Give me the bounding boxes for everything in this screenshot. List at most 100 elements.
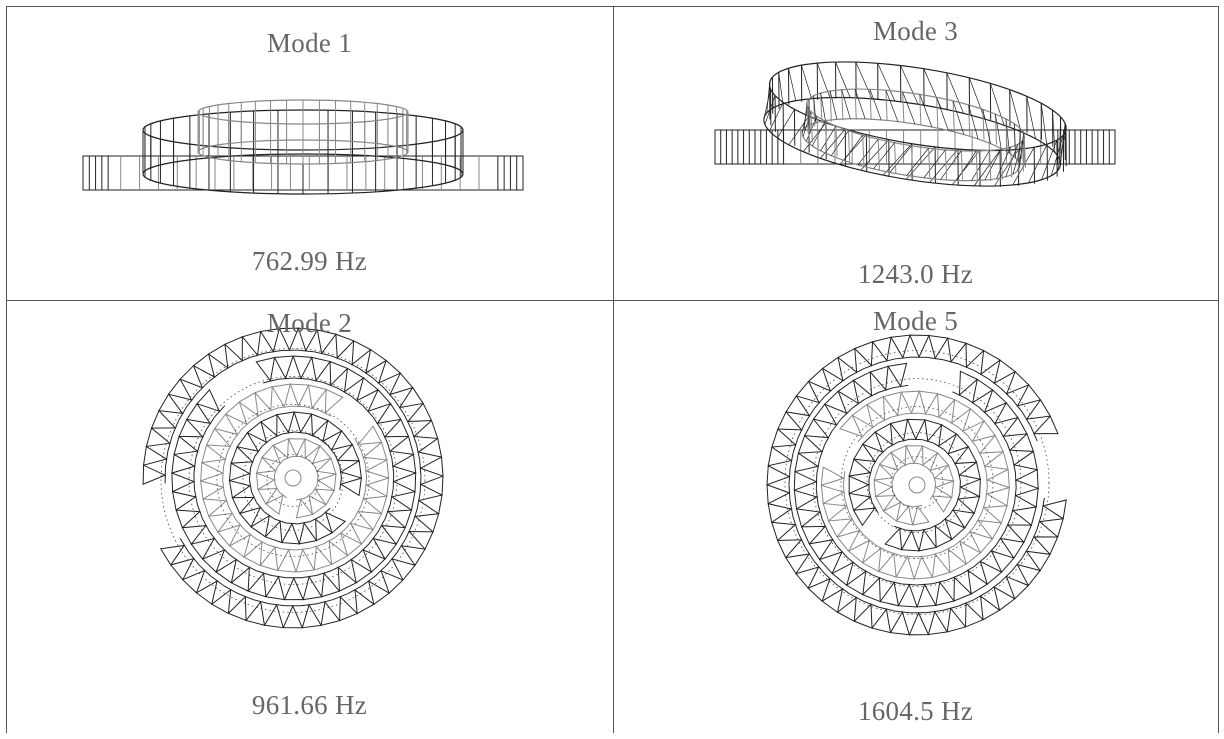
ring-diagonal (777, 109, 795, 139)
mode-2-top-view-mesh (142, 327, 444, 629)
ring-element-edge (989, 150, 992, 181)
mesh-inner-edge (242, 563, 257, 572)
mesh-inner-edge (305, 406, 319, 411)
hub-strip-outline (714, 129, 1116, 165)
mesh-inner-edge (894, 610, 911, 614)
mesh-inner-edge (354, 505, 362, 518)
mesh-triangle (261, 444, 281, 464)
mesh-inner-edge (251, 412, 265, 421)
mesh-inner-edge (179, 538, 190, 553)
ring-element-edge (862, 135, 865, 166)
mesh-triangle (322, 419, 343, 443)
mesh-inner-edge (1014, 472, 1017, 488)
mesh-triangle (298, 521, 318, 545)
ring-element-edge (979, 150, 981, 187)
ring-diagonal (971, 150, 990, 181)
mesh-inner-edge (327, 444, 336, 456)
mesh-inner-edge (953, 536, 966, 546)
ring-element-edge (1000, 149, 1003, 180)
mesh-triangle (827, 518, 853, 538)
mesh-triangle (999, 537, 1025, 559)
mesh-triangle (959, 540, 982, 565)
mesh-inner-edge (309, 543, 324, 549)
mesh-triangle (1014, 487, 1039, 508)
table-border-left (6, 6, 7, 733)
mesh-triangle (282, 604, 304, 629)
mesh-inner-edge (334, 528, 347, 538)
table-border-top (6, 6, 1218, 7)
mesh-inner-edge (387, 443, 393, 459)
mesh-triangle (259, 546, 279, 572)
ring-element-edge (944, 149, 948, 181)
mesh-inner-edge (416, 492, 421, 509)
mesh-triangle (985, 486, 1010, 507)
mesh-triangle (316, 473, 337, 492)
ring-diagonal (860, 139, 890, 171)
mesh-inner-edge (819, 444, 826, 460)
reference-circle (266, 453, 320, 507)
mesh-inner-edge (410, 428, 417, 445)
ring-diagonal (766, 82, 771, 113)
mesh-inner-edge (929, 491, 936, 500)
mesh-triangle (1008, 432, 1035, 452)
mesh-inner-edge (852, 398, 866, 409)
ring-diagonal (808, 99, 810, 126)
mesh-inner-edge (317, 437, 328, 446)
mesh-inner-edge (868, 490, 873, 503)
ring-diagonal (829, 90, 838, 120)
mesh-inner-edge (886, 441, 899, 449)
mesh-triangle (803, 418, 830, 439)
ring-element-edge (894, 142, 897, 174)
mesh-inner-edge (251, 491, 258, 503)
mesh-triangle (931, 552, 951, 579)
mesh-inner-edge (863, 362, 880, 369)
mesh-triangle (993, 359, 1017, 385)
mesh-triangle (263, 603, 284, 629)
mesh-triangle (767, 446, 793, 467)
mesh-triangle (228, 462, 251, 482)
mesh-inner-edge (403, 414, 412, 430)
mesh-inner-edge (323, 382, 338, 389)
mesh-inner-edge (835, 583, 850, 594)
mesh-triangle (357, 425, 383, 445)
ring-diagonal (788, 68, 797, 101)
mesh-inner-edge (840, 407, 853, 420)
ring-element-edge (1023, 133, 1026, 164)
mesh-inner-edge (354, 438, 362, 451)
mesh-inner-edge (1011, 557, 1023, 572)
mesh-inner-edge (372, 416, 382, 431)
mesh-triangle (273, 355, 294, 380)
ring-diagonal (946, 72, 964, 114)
mesh-triangle (167, 378, 193, 401)
mesh-inner-edge (871, 456, 879, 468)
ring-element-edge (885, 90, 888, 121)
mesh-inner-edge (377, 518, 386, 533)
mesh-inner-edge (967, 435, 977, 448)
mesh-inner-edge (823, 572, 837, 585)
mesh-inner-edge (1036, 513, 1043, 530)
ring-diagonal (857, 138, 879, 165)
mesh-triangle (215, 558, 237, 584)
mesh-inner-edge (961, 565, 975, 575)
ring-element-edge (855, 62, 857, 99)
ring-diagonal (1052, 110, 1056, 153)
mesh-triangle (1025, 550, 1051, 572)
mesh-triangle (922, 445, 939, 467)
mesh-inner-edge (360, 450, 366, 465)
ring-diagonal (843, 134, 863, 161)
mesh-triangle (871, 608, 892, 634)
mesh-triangle (207, 512, 234, 534)
mode-cell-2: Mode 2 961.66 Hz (6, 300, 613, 733)
mesh-inner-edge (308, 378, 324, 384)
mesh-inner-edge (964, 525, 975, 538)
ring-element-edge (936, 97, 939, 128)
mesh-triangle (339, 477, 362, 497)
mesh-inner-edge (985, 486, 988, 501)
mesh-triangle (311, 356, 331, 382)
mesh-triangle (990, 550, 1015, 574)
mesh-inner-edge (234, 357, 250, 365)
mesh-triangle (241, 330, 262, 357)
mesh-inner-edge (817, 504, 823, 520)
mesh-triangle (238, 391, 259, 418)
